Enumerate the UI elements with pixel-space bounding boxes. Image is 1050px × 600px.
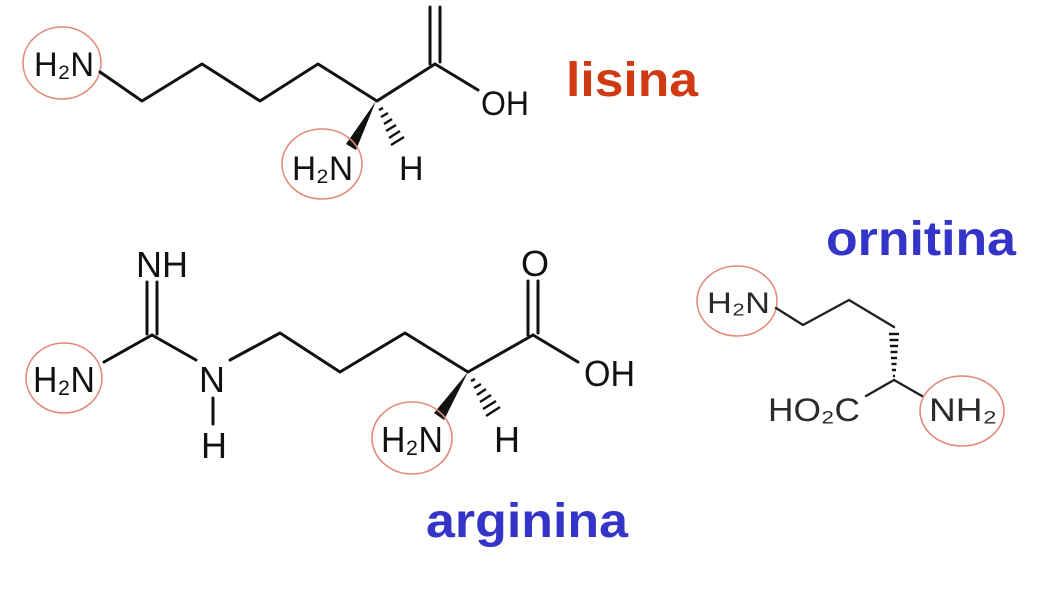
arginine-guanidino-n-label: N (199, 359, 225, 400)
arginine-hashed-bond (470, 377, 501, 418)
lysine-alpha-amine-highlight (281, 128, 363, 200)
ornithine-terminal-amine-label: H₂N (707, 287, 770, 320)
ornithine-alpha-amine-label: NH₂ (929, 392, 997, 428)
arginine-c-n-bond (150, 333, 198, 362)
lysine-terminal-amine-label: H₂N (34, 46, 94, 84)
lysine-hydroxyl-label: OH (481, 85, 529, 123)
lysine-alpha-h-label: H (399, 150, 424, 188)
ornithine-side-chain-bonds (774, 298, 896, 329)
ornithine-alpha-amine-bond (892, 378, 924, 398)
arginine-side-chain-bonds (228, 331, 535, 374)
arginine-imine-label: NH (136, 244, 188, 285)
ornithine-alpha-amine-highlight (919, 375, 1005, 447)
ornithine-terminal-amine-highlight (696, 265, 778, 337)
ornithine-name-label: ornitina (826, 213, 1016, 266)
lysine-hashed-bond (378, 106, 405, 147)
arginine-hydroxyl-label: OH (584, 353, 635, 394)
lysine-name-label: lisina (566, 54, 698, 107)
ornithine-alpha-carboxyl-bond (864, 378, 896, 398)
arginine-alpha-h-label: H (494, 419, 520, 460)
lysine-alpha-amine-label: H₂N (292, 150, 353, 188)
lysine-side-chain-bonds (98, 62, 437, 103)
lysine-terminal-amine-highlight (22, 26, 102, 100)
arginine-carbonyl-o-label: O (521, 243, 549, 284)
arginine-wedge-bond (434, 372, 468, 420)
arginine-guanidino-h-label: H (201, 425, 227, 466)
arginine-alpha-amine-label: H₂N (381, 419, 443, 460)
ornithine-structure: H₂N HO₂C NH₂ (696, 265, 1005, 447)
ornithine-carboxyl-label: HO₂C (768, 392, 860, 428)
lysine-structure: H₂N OH H₂N H (22, 5, 529, 200)
arginine-amine-c-bond (102, 333, 154, 364)
arginine-terminal-amine-label: H₂N (33, 359, 95, 400)
ornithine-hashed-bond (889, 332, 899, 378)
lysine-wedge-bond (346, 101, 376, 150)
arginine-structure: NH H₂N N H O OH H₂N H (25, 243, 635, 475)
arginine-alpha-amine-highlight (371, 401, 453, 475)
arginine-terminal-amine-highlight (25, 342, 103, 414)
arginine-name-label: arginina (426, 495, 628, 548)
lysine-c-oh-bond (433, 62, 480, 92)
arginine-c-oh-bond (531, 333, 580, 364)
